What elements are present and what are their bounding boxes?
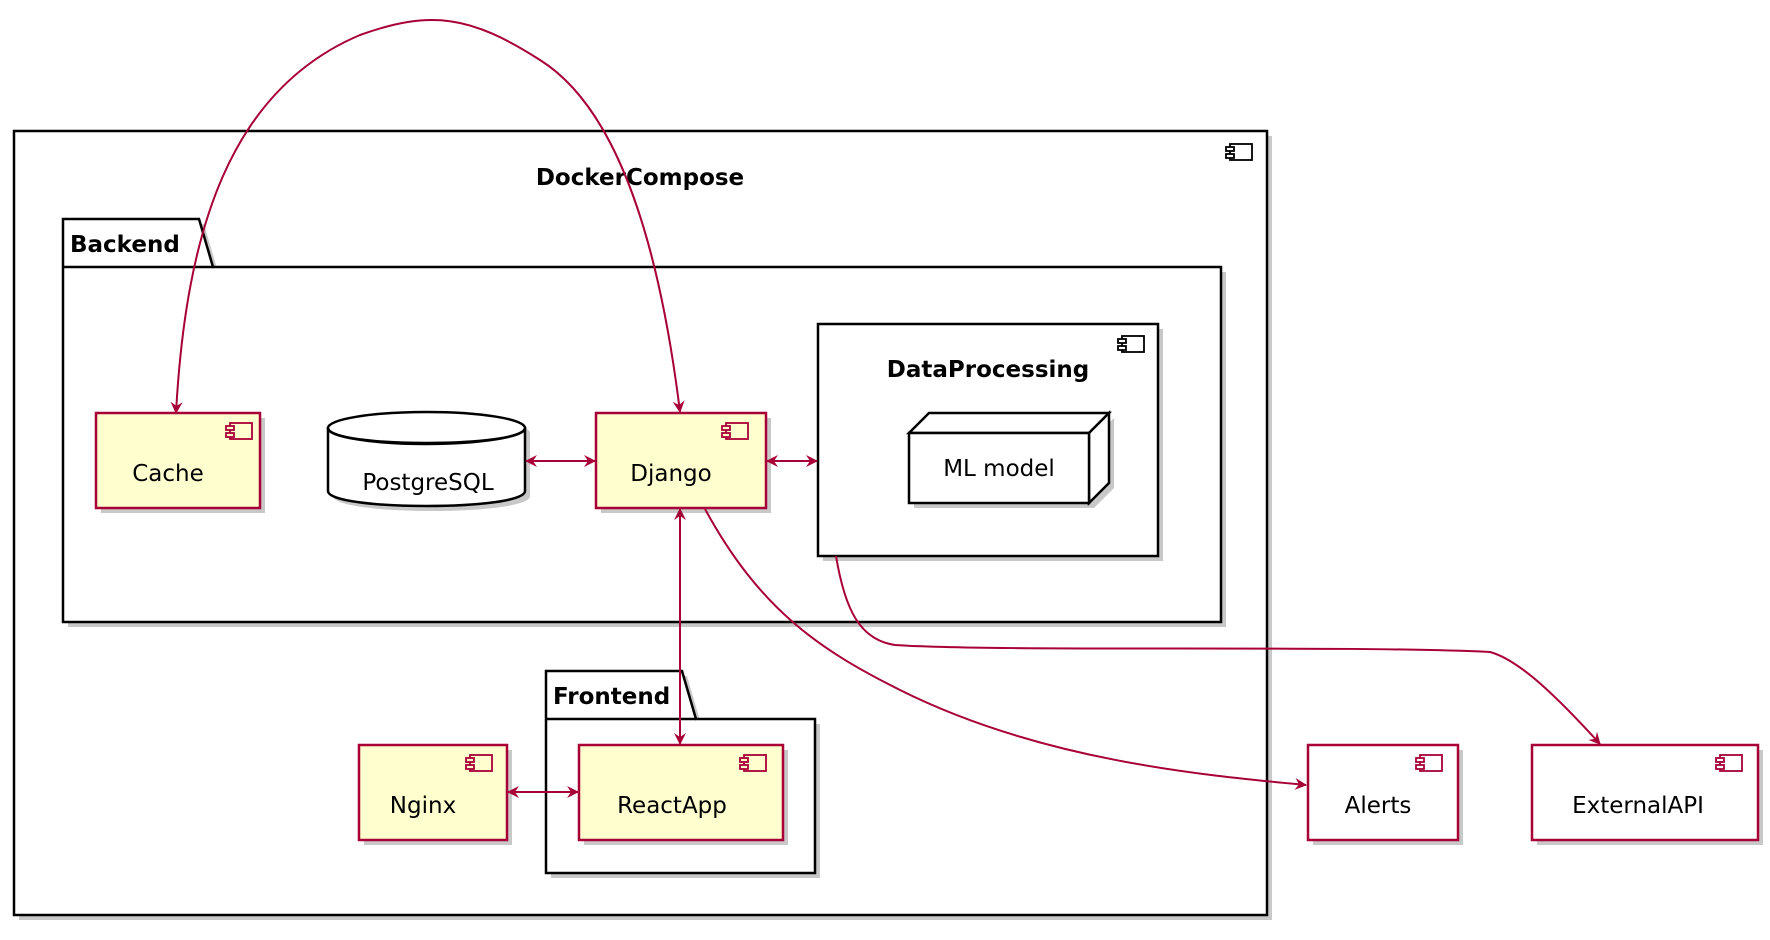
django-component[interactable]: Django: [594, 411, 771, 513]
alerts-label: Alerts: [1345, 793, 1412, 819]
postgresql-label: PostgreSQL: [362, 470, 494, 496]
component-icon: [721, 422, 749, 440]
component-icon: [465, 754, 493, 772]
external-api-component[interactable]: ExternalAPI: [1530, 743, 1763, 845]
nginx-label: Nginx: [390, 793, 456, 819]
edge-dataprocessing-externalapi: [835, 555, 1601, 745]
component-icon: [1117, 335, 1145, 353]
backend-title: Backend: [70, 232, 180, 258]
component-icon: [225, 422, 253, 440]
frontend-title: Frontend: [553, 684, 670, 710]
component-icon: [1225, 143, 1253, 161]
ml-model-label: ML model: [943, 456, 1055, 482]
nginx-component[interactable]: Nginx: [357, 743, 512, 845]
external-api-label: ExternalAPI: [1572, 793, 1704, 819]
cache-label: Cache: [132, 461, 204, 487]
postgresql-database[interactable]: PostgreSQL: [326, 410, 530, 511]
component-icon: [739, 754, 767, 772]
component-icon: [1415, 754, 1443, 772]
ml-model-node[interactable]: ML model: [905, 409, 1114, 508]
alerts-component[interactable]: Alerts: [1306, 743, 1463, 845]
cache-component[interactable]: Cache: [94, 411, 265, 513]
component-icon: [1715, 754, 1743, 772]
react-app-component[interactable]: ReactApp: [577, 743, 788, 845]
edge-django-alerts: [704, 508, 1307, 790]
edges: [170, 19, 1601, 798]
data-processing-title: DataProcessing: [887, 357, 1089, 383]
django-label: Django: [630, 461, 711, 487]
docker-compose-title: DockerCompose: [536, 165, 744, 191]
react-app-label: ReactApp: [617, 793, 727, 819]
edge-cache-django: [170, 19, 685, 414]
